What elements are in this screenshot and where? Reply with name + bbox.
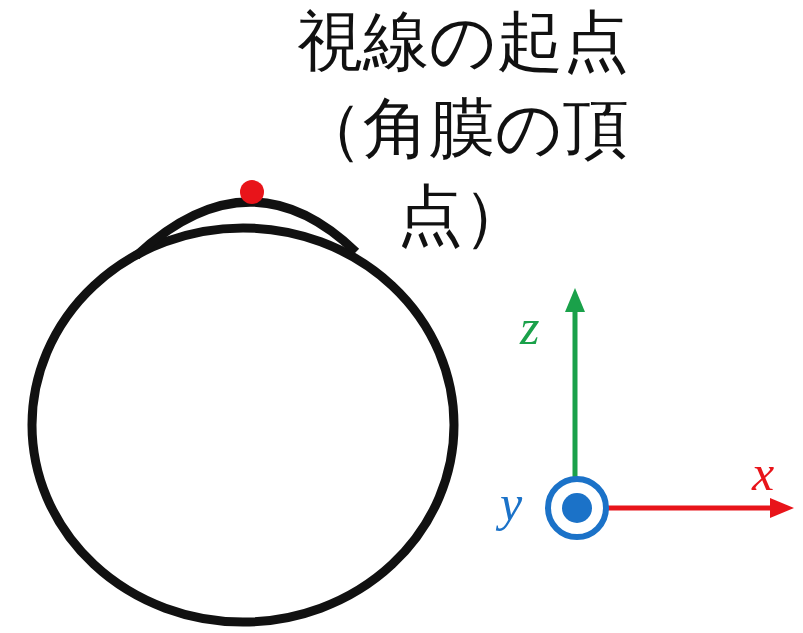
eyeball-outline bbox=[32, 228, 454, 622]
gaze-origin-dot bbox=[240, 180, 264, 204]
axis-label: z bbox=[520, 302, 539, 352]
axis-label: x bbox=[752, 448, 774, 498]
y-axis-symbol bbox=[548, 479, 606, 537]
gaze-origin-label: 視線の起点（角膜の頂点） bbox=[268, 0, 658, 259]
cornea-outline bbox=[136, 202, 356, 256]
x-arrowhead bbox=[770, 498, 794, 518]
y-axis-dot bbox=[562, 493, 592, 523]
z-axis bbox=[573, 305, 578, 478]
x-axis bbox=[608, 506, 775, 511]
z-arrowhead bbox=[565, 288, 585, 312]
axis-label: y bbox=[500, 478, 522, 528]
